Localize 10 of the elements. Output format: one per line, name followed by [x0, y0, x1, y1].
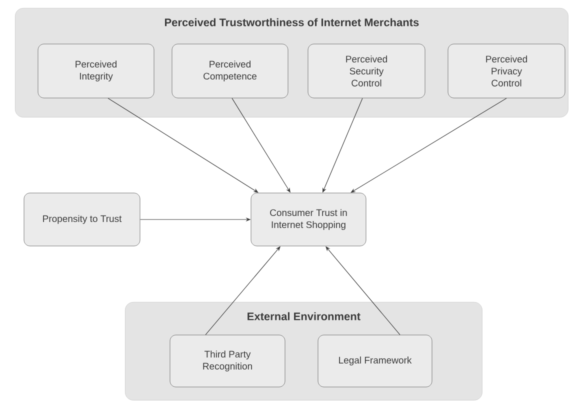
process-box: Perceived Integrity [38, 44, 154, 98]
arrow [350, 98, 507, 193]
process-box: Propensity to Trust [24, 192, 140, 246]
process-box: Consumer Trust in Internet Shopping [250, 192, 366, 246]
process-box: Perceived Privacy Control [448, 44, 566, 98]
process-box: Legal Framework [318, 334, 432, 388]
process-box: Perceived Competence [172, 44, 288, 98]
arrow [108, 98, 258, 193]
process-box: Third Party Recognition [170, 334, 286, 388]
process-box: Perceived Security Control [308, 44, 426, 98]
